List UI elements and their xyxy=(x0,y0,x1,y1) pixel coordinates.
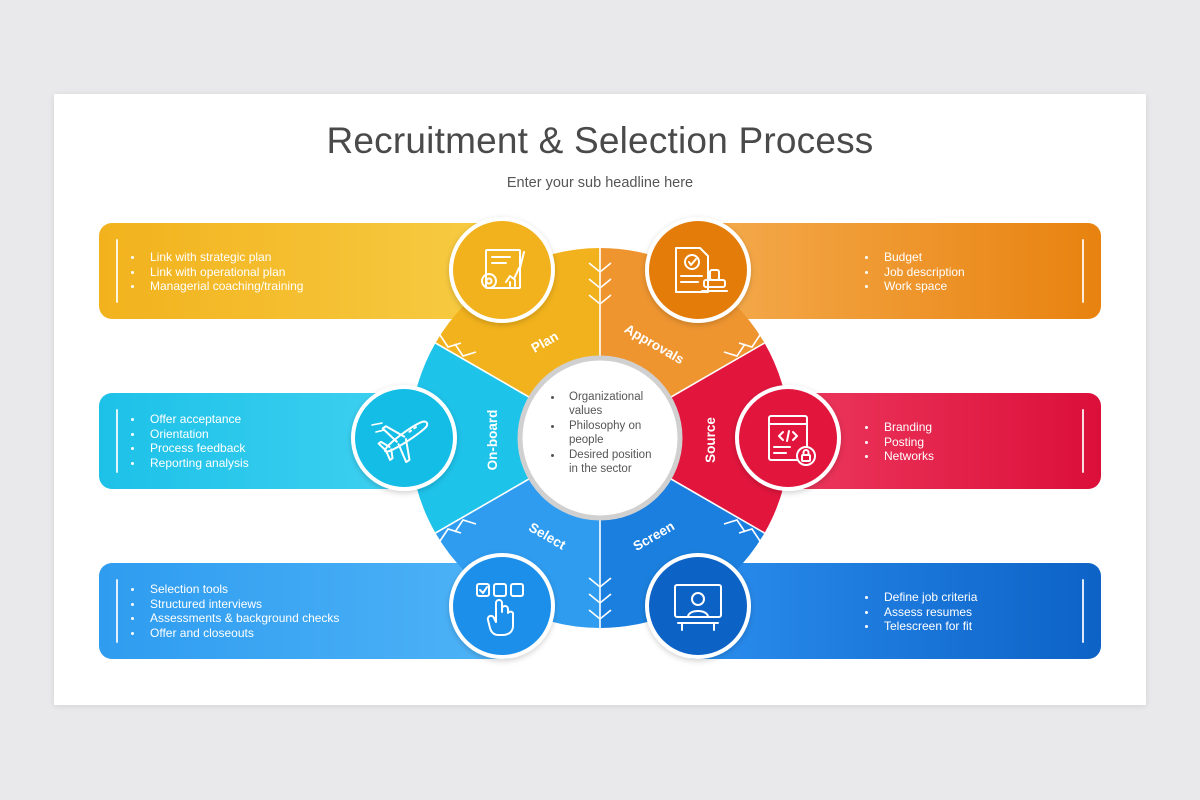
plan-bullets: Link with strategic plan Link with opera… xyxy=(129,250,303,294)
list-item: Reporting analysis xyxy=(129,456,249,471)
list-item: Process feedback xyxy=(129,441,249,456)
list-item: Branding xyxy=(863,420,934,435)
source-bullets: Branding Posting Networks xyxy=(863,420,934,464)
code-window-lock-icon xyxy=(735,385,841,491)
list-item: Assess resumes xyxy=(863,605,977,620)
page-subtitle: Enter your sub headline here xyxy=(506,175,694,191)
center-list: Organizational values Philosophy on peop… xyxy=(548,390,658,476)
list-item: Philosophy on people xyxy=(548,419,658,448)
list-item: Offer acceptance xyxy=(129,412,249,427)
onboard-bullets: Offer acceptance Orientation Process fee… xyxy=(129,412,249,470)
wedge-source xyxy=(652,343,790,533)
band-screen xyxy=(681,563,1101,659)
band-select xyxy=(99,563,519,659)
list-item: Link with operational plan xyxy=(129,265,303,280)
list-item: Job description xyxy=(863,265,965,280)
band-approvals xyxy=(681,223,1101,319)
list-item: Posting xyxy=(863,435,934,450)
label-source: Source xyxy=(703,417,718,463)
list-item: Managerial coaching/training xyxy=(129,279,303,294)
page-title: Recruitment & Selection Process xyxy=(326,120,874,161)
list-item: Structured interviews xyxy=(129,597,339,612)
airplane-icon xyxy=(351,385,457,491)
hand-selecting-option-icon xyxy=(449,553,555,659)
label-onboard: On-board xyxy=(485,410,500,471)
approvals-bullets: Budget Job description Work space xyxy=(863,250,965,294)
band-plan xyxy=(99,223,519,319)
list-item: Telescreen for fit xyxy=(863,619,977,634)
list-item: Assessments & background checks xyxy=(129,611,339,626)
list-item: Organizational values xyxy=(548,390,658,419)
strategic-plan-icon xyxy=(449,217,555,323)
list-item: Define job criteria xyxy=(863,590,977,605)
wedge-onboard xyxy=(410,343,548,533)
list-item: Desired position in the sector xyxy=(548,448,658,477)
list-item: Budget xyxy=(863,250,965,265)
screen-bullets: Define job criteria Assess resumes Teles… xyxy=(863,590,977,634)
list-item: Selection tools xyxy=(129,582,339,597)
approved-document-stamp-icon xyxy=(645,217,751,323)
person-at-monitor-icon xyxy=(645,553,751,659)
list-item: Networks xyxy=(863,449,934,464)
list-item: Link with strategic plan xyxy=(129,250,303,265)
list-item: Work space xyxy=(863,279,965,294)
center-circle xyxy=(517,355,683,521)
list-item: Orientation xyxy=(129,427,249,442)
list-item: Offer and closeouts xyxy=(129,626,339,641)
select-bullets: Selection tools Structured interviews As… xyxy=(129,582,339,640)
